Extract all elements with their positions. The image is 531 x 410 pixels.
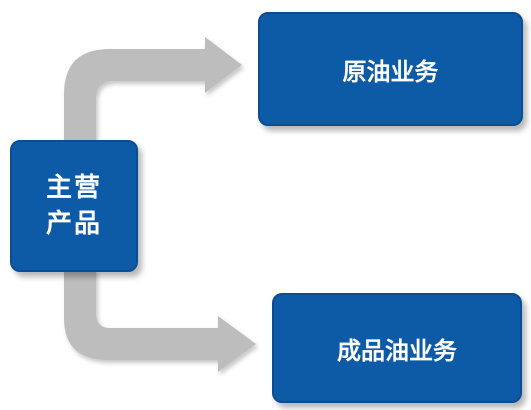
main-products-box: 主营 产品 (10, 140, 138, 272)
crude-oil-business-label: 原油业务 (342, 57, 439, 86)
arrow-to-crude-oil (64, 37, 242, 142)
refined-oil-business-label: 成品油业务 (337, 336, 457, 365)
main-products-label-line1: 主营 (45, 173, 102, 203)
main-products-label-line2: 产品 (45, 209, 102, 239)
arrow-to-refined-oil (64, 268, 256, 372)
refined-oil-business-box: 成品油业务 (272, 293, 522, 403)
crude-oil-business-box: 原油业务 (258, 12, 523, 126)
